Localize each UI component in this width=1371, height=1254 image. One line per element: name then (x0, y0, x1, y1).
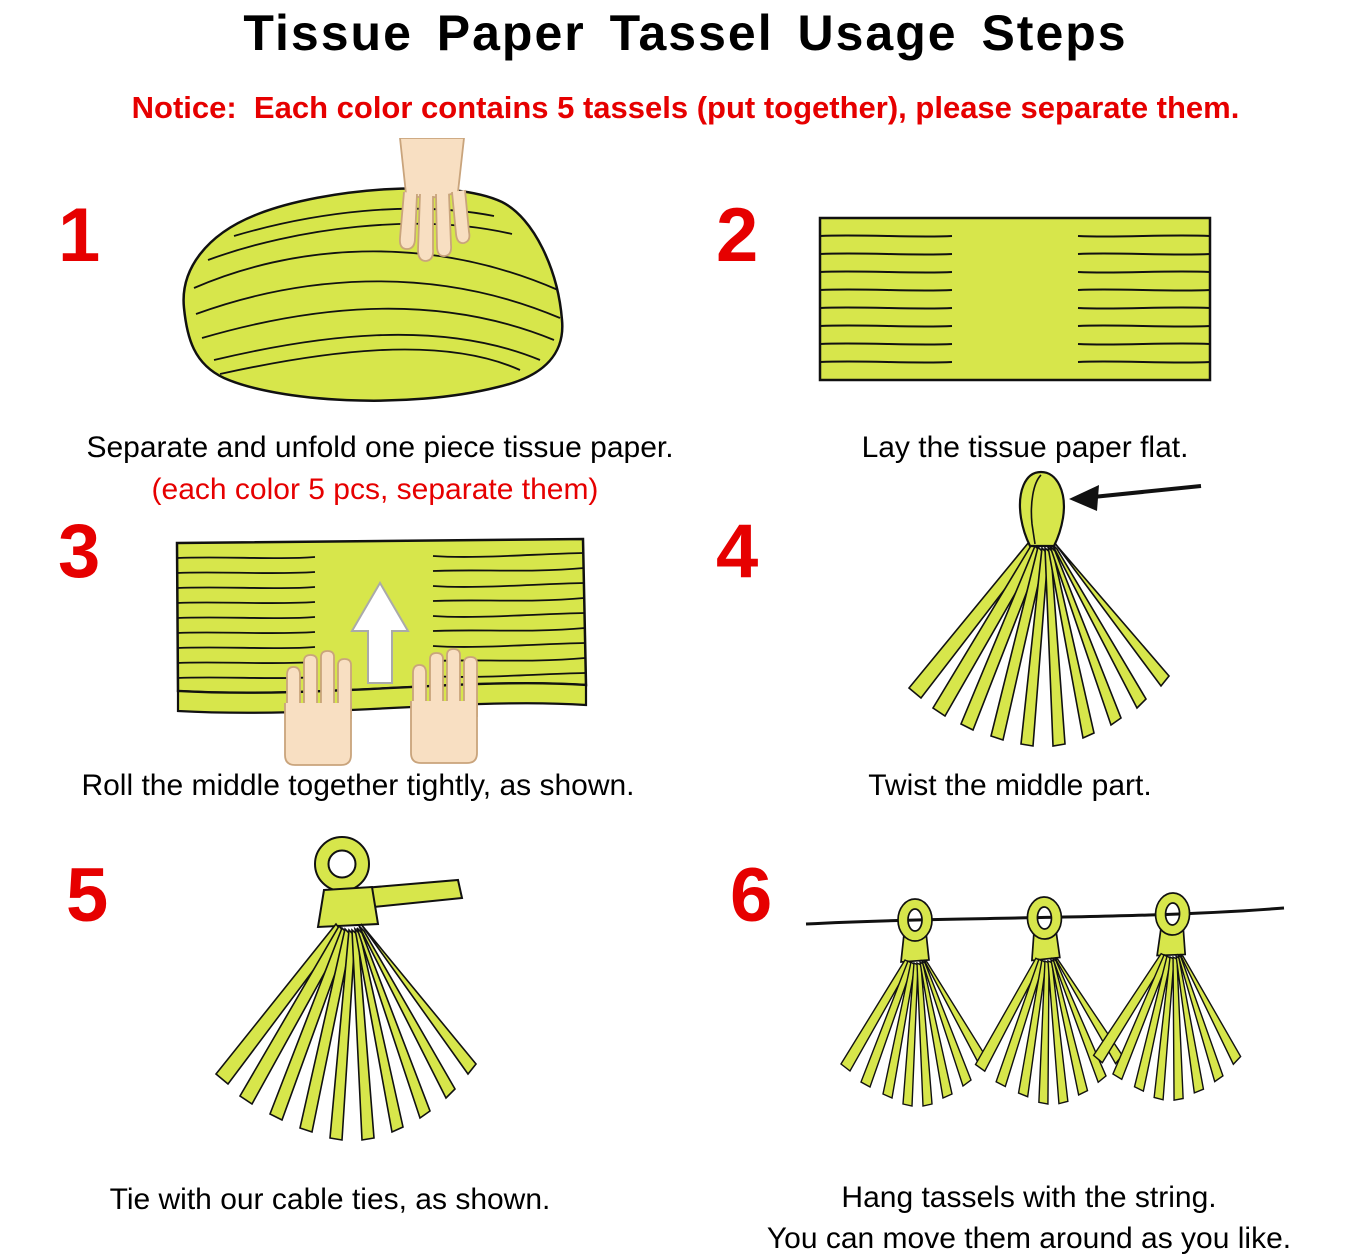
step2-caption: Lay the tissue paper flat. (861, 431, 1189, 464)
flat-tissue-paper-icon (818, 216, 1212, 382)
hanging-tassel-icon (970, 894, 1124, 1106)
up-arrow-icon (350, 581, 410, 684)
step6-illustration (805, 878, 1285, 1148)
step2-illustration (818, 216, 1212, 382)
step1-illustration (182, 138, 564, 402)
step6-caption-line1: Hang tassels with the string. (841, 1181, 1217, 1214)
step5-caption: Tie with our cable ties, as shown. (109, 1183, 551, 1216)
step5-number: 5 (66, 853, 109, 938)
step3-number: 3 (58, 509, 101, 594)
step6-caption: Hang tassels with the string. You can mo… (690, 1178, 1368, 1254)
step2-number: 2 (716, 193, 759, 278)
rolled-tissue-paper-icon (175, 537, 588, 714)
step4-number: 4 (716, 509, 759, 594)
step3-caption: Roll the middle together tightly, as sho… (81, 769, 635, 802)
notice-text: Notice: Each color contains 5 tassels (p… (131, 90, 1240, 125)
step3-illustration (175, 537, 588, 766)
cable-tie-loop-icon (314, 836, 464, 929)
page-title: Tissue Paper Tassel Usage Steps (243, 5, 1128, 61)
step1-number: 1 (58, 193, 101, 278)
hand-icon (398, 138, 471, 262)
hanging-tassel-icon (841, 899, 988, 1106)
step4-caption: Twist the middle part. (868, 769, 1152, 802)
tied-tassel-icon (214, 922, 478, 1141)
twisted-tassel-icon (907, 470, 1171, 747)
step4-illustration (907, 470, 1202, 747)
step1-caption: Separate and unfold one piece tissue pap… (86, 431, 674, 464)
step6-caption-line2: You can move them around as you like. (766, 1221, 1292, 1254)
step6-number: 6 (730, 853, 773, 938)
step5-illustration (214, 836, 478, 1141)
arrow-left-icon (1069, 484, 1202, 511)
hanging-tassel-icon (1092, 890, 1246, 1102)
step1-subcaption: (each color 5 pcs, separate them) (151, 473, 599, 506)
folded-tissue-bundle-icon (182, 187, 564, 402)
string-icon (805, 906, 1285, 926)
